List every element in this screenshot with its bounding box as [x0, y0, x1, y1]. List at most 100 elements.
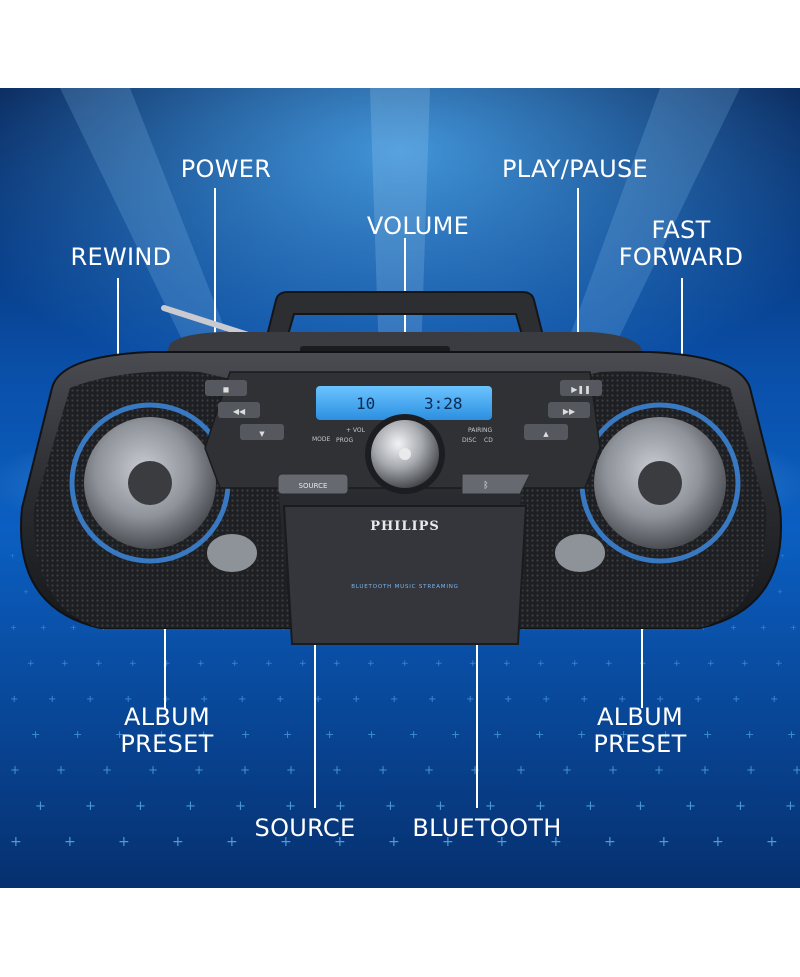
callout-labels: POWER PLAY/PAUSE VOLUME REWIND FAST FORW… — [71, 155, 743, 842]
floor-plus-mark: + — [73, 728, 82, 741]
floor-plus-mark: + — [23, 588, 29, 596]
floor-plus-mark: + — [516, 763, 526, 777]
floor-plus-mark: + — [10, 834, 22, 850]
floor-plus-mark: + — [10, 694, 18, 705]
floor-plus-mark: + — [40, 623, 47, 632]
fast-forward-button[interactable] — [548, 402, 590, 418]
floor-plus-mark: + — [10, 623, 17, 632]
rewind-icon: ◀◀ — [233, 407, 246, 416]
bluetooth-icon: ᛒ — [483, 480, 488, 491]
prog-label: PROG — [336, 437, 354, 444]
floor-plus-mark: + — [673, 659, 681, 669]
floor-plus-mark: + — [85, 799, 96, 814]
floor-plus-mark: + — [95, 659, 103, 669]
floor-plus-mark: + — [635, 799, 646, 814]
floor-plus-mark: + — [694, 694, 702, 705]
floor-plus-mark: + — [760, 623, 767, 632]
floor-plus-mark: + — [124, 694, 132, 705]
callout-album-preset-right-line2: PRESET — [593, 730, 686, 758]
floor-plus-mark: + — [619, 728, 628, 741]
floor-plus-mark: + — [466, 694, 474, 705]
callout-rewind: REWIND — [71, 243, 172, 271]
left-woofer — [69, 402, 231, 564]
rewind-button[interactable] — [218, 402, 260, 418]
floor-plus-mark: + — [325, 728, 334, 741]
floor-plus-mark: + — [240, 763, 250, 777]
floor-plus-mark: + — [712, 834, 724, 850]
album-preset-right-button[interactable] — [524, 424, 568, 440]
right-woofer — [579, 402, 741, 564]
callout-album-preset-left-line2: PRESET — [120, 730, 213, 758]
floor-plus-mark: + — [35, 799, 46, 814]
floor-plus-mark: + — [435, 659, 443, 669]
floor-plus-mark: + — [401, 659, 409, 669]
product-diagram: + + + + + + + + + + + + + + + + + + + + + + + + + + + + + + + + + + + + + + + +… — [0, 88, 800, 888]
floor-plus-mark: + — [785, 799, 796, 814]
floor-plus-mark: + — [503, 659, 511, 669]
floor-plus-mark: + — [194, 763, 204, 777]
bluetooth-button[interactable] — [461, 473, 531, 495]
floor-plus-mark: + — [163, 659, 171, 669]
floor-plus-mark: + — [10, 763, 20, 777]
floor-plus-mark: + — [352, 694, 360, 705]
floor-plus-mark: + — [102, 763, 112, 777]
floor-plus-mark: + — [185, 799, 196, 814]
floor-plus-mark: + — [580, 694, 588, 705]
floor-plus-mark: + — [199, 728, 208, 741]
floor-plus-mark: + — [332, 763, 342, 777]
floor-plus-mark: + — [197, 659, 205, 669]
preset-down-icon: ▼ — [259, 430, 265, 438]
floor-plus-mark: + — [385, 799, 396, 814]
floor-plus-mark: + — [787, 728, 796, 741]
power-button[interactable] — [205, 380, 247, 396]
source-button-label: SOURCE — [299, 482, 328, 490]
volume-knob[interactable] — [365, 414, 445, 494]
lcd-display — [316, 386, 492, 420]
floor-plus-mark: + — [64, 834, 76, 850]
strap-text: BLUETOOTH MUSIC STREAMING — [351, 584, 458, 590]
preset-up-icon: ▲ — [543, 430, 549, 438]
floor-plus-mark: + — [235, 799, 246, 814]
floor-plus-mark: + — [280, 834, 292, 850]
floor-plus-mark: + — [745, 728, 754, 741]
floor-plus-mark: + — [172, 834, 184, 850]
brand-logo: PHILIPS — [370, 519, 440, 534]
floor-plus-mark: + — [424, 763, 434, 777]
callout-fast-forward-line1: FAST — [651, 216, 710, 244]
floor-plus-mark: + — [700, 763, 710, 777]
floor-plus-mark: + — [730, 623, 737, 632]
source-button[interactable] — [277, 473, 349, 495]
album-preset-left-button[interactable] — [240, 424, 284, 440]
callout-play-pause: PLAY/PAUSE — [502, 155, 648, 183]
power-icon: ◼ — [223, 385, 230, 394]
floor-plus-mark: + — [129, 659, 137, 669]
left-button-cluster: ◼ ◀◀ ▼ — [205, 380, 284, 440]
floor-plus-mark: + — [654, 763, 664, 777]
right-button-cluster: ▶❚❚ ▶▶ ▲ — [524, 380, 602, 440]
play-pause-button[interactable] — [560, 380, 602, 396]
pairing-label: PAIRING — [468, 427, 493, 434]
floor-plus-mark: + — [535, 728, 544, 741]
floor-plus-mark: + — [162, 694, 170, 705]
display-time: 3:28 — [424, 394, 463, 413]
floor-plus-mark: + — [658, 834, 670, 850]
floor-plus-mark: + — [485, 799, 496, 814]
floor-plus-mark: + — [61, 659, 69, 669]
floor-plus-mark: + — [115, 728, 124, 741]
floor-plus-mark: + — [265, 659, 273, 669]
floor-plus-mark: + — [707, 659, 715, 669]
floor-plus-mark: + — [741, 659, 749, 669]
floor-plus-mark: + — [608, 763, 618, 777]
disc-label: DISC — [462, 437, 476, 444]
floor-plus-mark: + — [48, 694, 56, 705]
floor-plus-mark: + — [31, 728, 40, 741]
floor-plus-mark: + — [766, 834, 778, 850]
fast-forward-icon: ▶▶ — [563, 407, 576, 416]
floor-plus-mark: + — [335, 799, 346, 814]
floor-plus-mark: + — [537, 659, 545, 669]
floor-plus-mark: + — [562, 763, 572, 777]
callout-source: SOURCE — [255, 814, 356, 842]
floor-plus-mark: + — [333, 659, 341, 669]
floor-plus-mark: + — [604, 834, 616, 850]
floor-plus-mark: + — [777, 588, 783, 596]
